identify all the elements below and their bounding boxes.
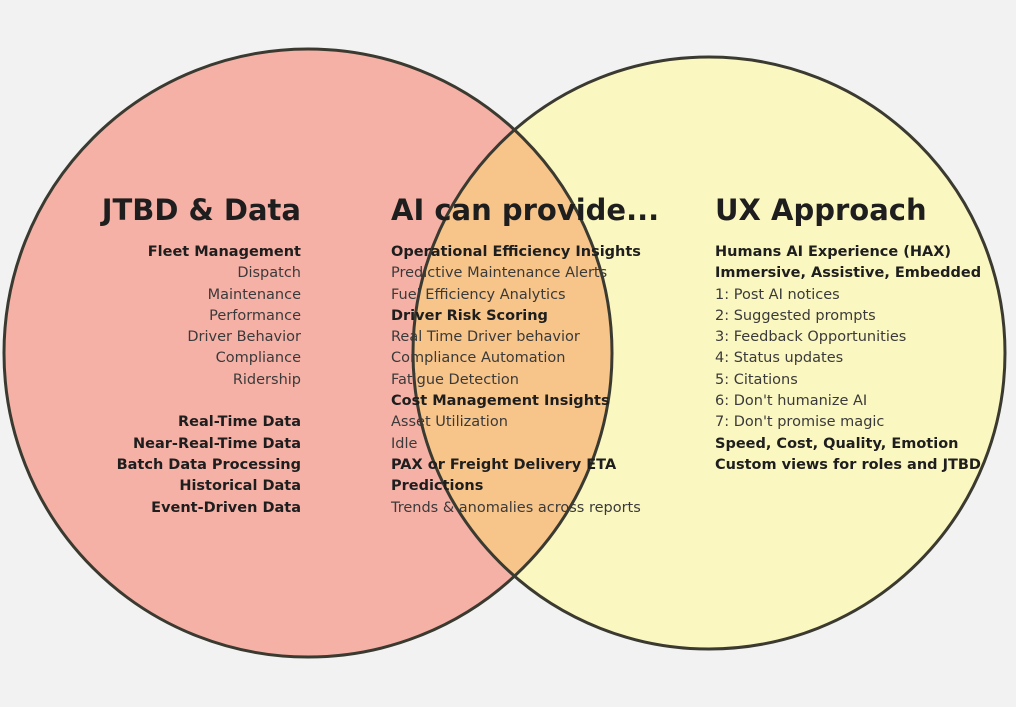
right-list-item: 2: Suggested prompts <box>715 307 876 324</box>
middle-list-item: Cost Management Insights <box>391 393 610 410</box>
left-list-item: Maintenance <box>207 286 301 303</box>
left-list-item: Dispatch <box>237 265 301 282</box>
right-list-item: Speed, Cost, Quality, Emotion <box>715 435 959 452</box>
right-list-item: 1: Post AI notices <box>715 286 840 303</box>
right-list-item: 3: Feedback Opportunities <box>715 329 907 346</box>
right-list-item: 5: Citations <box>715 371 798 388</box>
left-list-item: Historical Data <box>179 478 301 495</box>
right-list-item: 4: Status updates <box>715 350 844 367</box>
left-list-item: Driver Behavior <box>187 329 301 346</box>
right-title: UX Approach <box>715 193 927 227</box>
overlap-region <box>413 57 612 649</box>
middle-list-item: Compliance Automation <box>391 350 566 367</box>
middle-list-item: Idle <box>391 435 418 452</box>
left-list-item: Real-Time Data <box>177 414 301 431</box>
left-list-item: Near-Real-Time Data <box>133 435 301 452</box>
middle-list-item: PAX or Freight Delivery ETA <box>391 456 617 473</box>
middle-list-item: Operational Efficiency Insights <box>391 244 641 260</box>
left-circle-outline <box>2 47 614 659</box>
right-list-item: 7: Don't promise magic <box>715 414 885 431</box>
middle-list-item: Asset Utilization <box>391 414 508 431</box>
left-list-item: Ridership <box>232 371 301 388</box>
right-list: Humans AI Experience (HAX) Immersive, Ass… <box>715 242 981 476</box>
middle-list-item: Fuel Efficiency Analytics <box>391 286 566 303</box>
right-list-item: Custom views for roles and JTBD <box>715 456 981 473</box>
left-title: JTBD & Data <box>101 193 301 227</box>
left-list-item: Event-Driven Data <box>151 499 301 516</box>
middle-list-item: Real Time Driver behavior <box>391 329 580 346</box>
right-list-item: Immersive, Assistive, Embedded <box>715 265 982 282</box>
middle-title: AI can provide... <box>391 193 660 227</box>
left-list-item: Compliance <box>215 350 301 367</box>
middle-list-item: Driver Risk Scoring <box>391 307 548 324</box>
left-list-item: Performance <box>209 307 301 324</box>
right-circle-outline <box>411 55 1007 651</box>
middle-list-item: Trends & anomalies across reports <box>391 499 641 516</box>
middle-list-item: Fatigue Detection <box>391 371 519 388</box>
middle-list-item: Predictive Maintenance Alerts <box>391 265 608 282</box>
right-column: UX Approach Humans AI Experience (HAX) Im… <box>715 190 981 476</box>
middle-list-item: Predictions <box>391 478 484 495</box>
left-list-item: Batch Data Processing <box>116 456 301 473</box>
middle-column: AI can provide... Operational Efficiency… <box>391 190 659 519</box>
right-list-item: 6: Don't humanize AI <box>715 393 868 410</box>
left-list-item: Fleet Management <box>147 244 301 260</box>
right-list-item: Humans AI Experience (HAX) <box>715 244 952 260</box>
